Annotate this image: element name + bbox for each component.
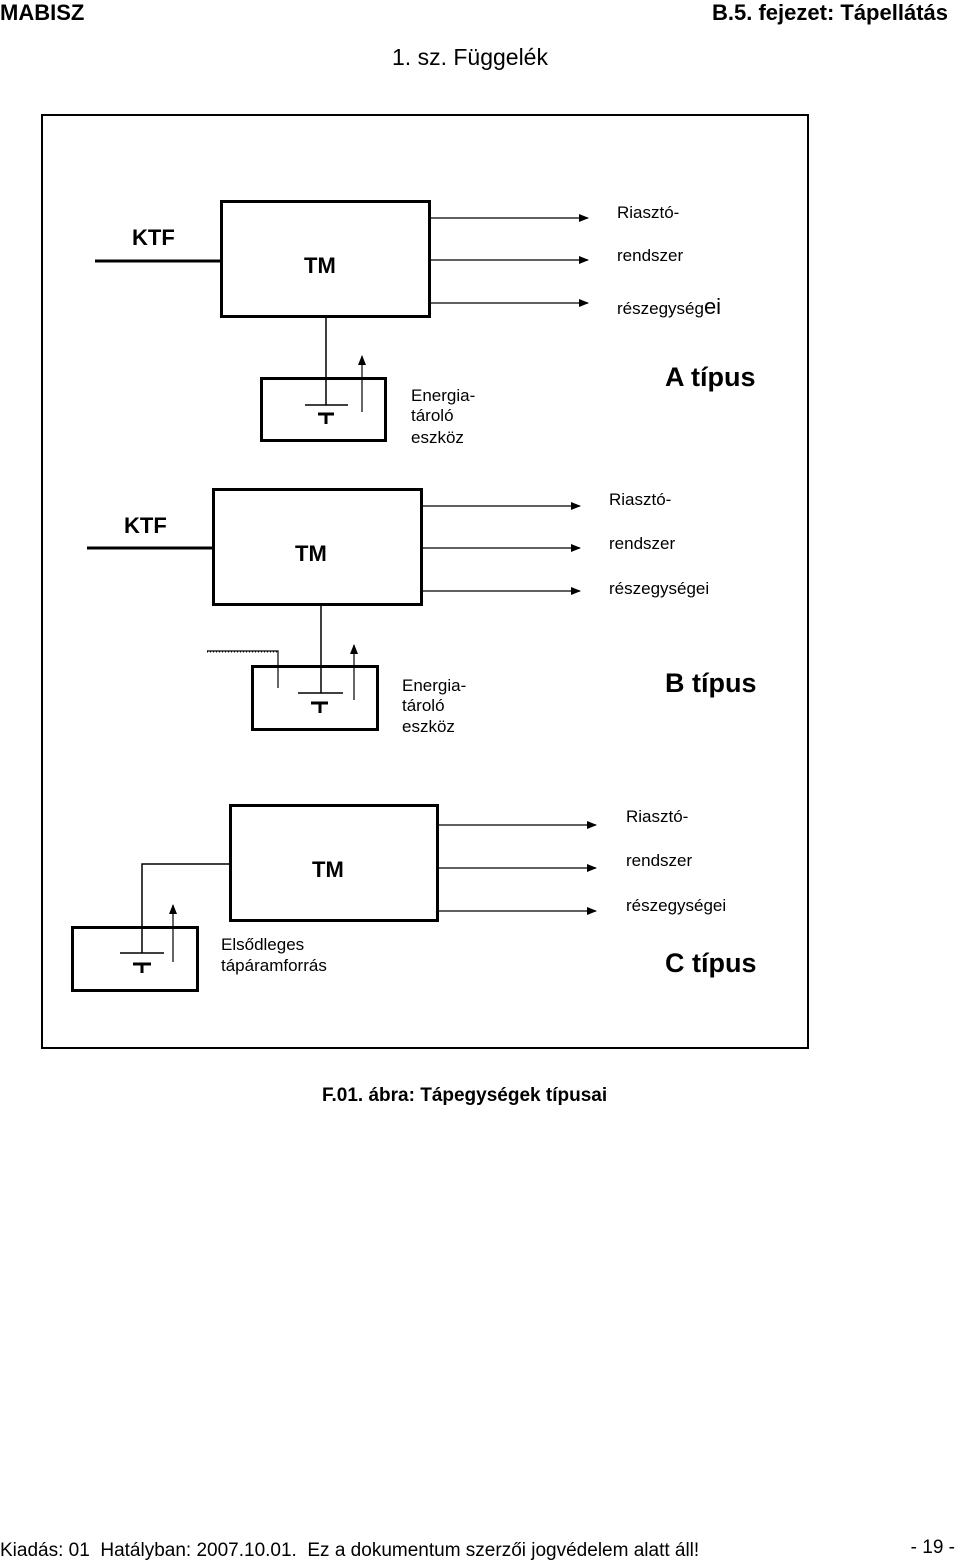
source-label-c1: Elsődleges (221, 935, 305, 954)
type-label-b: B típus (665, 668, 757, 698)
source-label-c2: tápáramforrás (221, 956, 327, 975)
tm-to-source-c (141, 863, 231, 953)
output-label-a2: rendszer (617, 246, 684, 265)
tm-box-c (229, 804, 439, 922)
header-org: MABISZ (0, 0, 85, 25)
storage-box-a (260, 377, 387, 442)
tm-box-a (220, 200, 431, 318)
header-chapter: B.5. fejezet: Tápellátás (712, 0, 948, 25)
storage-label-b3: eszköz (402, 717, 455, 736)
ktf-label-a: KTF (132, 225, 175, 250)
page-number: - 19 - (910, 1537, 955, 1558)
footer-info: Kiadás: 01 Hatályban: 2007.10.01. Ez a d… (0, 1540, 700, 1561)
figure-caption: F.01. ábra: Tápegységek típusai (322, 1085, 608, 1106)
tm-box-b (212, 488, 423, 606)
type-label-a: A típus (665, 362, 756, 392)
source-box-c (71, 926, 199, 992)
storage-label-b2: tároló (402, 696, 445, 715)
output-label-a3: részegységei (617, 294, 722, 319)
output-label-c3: részegységei (626, 896, 727, 915)
storage-box-b (251, 665, 379, 731)
type-label-c: C típus (665, 948, 757, 978)
output-label-b3: részegységei (609, 579, 710, 598)
output-label-b2: rendszer (609, 534, 676, 553)
ktf-label-b: KTF (124, 513, 167, 538)
storage-label-a3: eszköz (411, 428, 464, 447)
tm-label-c: TM (312, 857, 344, 882)
output-label-a1: Riasztó- (617, 203, 680, 222)
header-appendix: 1. sz. Függelék (392, 44, 548, 70)
tm-label-b: TM (295, 541, 327, 566)
tm-label-a: TM (304, 253, 336, 278)
output-label-b1: Riasztó- (609, 490, 672, 509)
storage-label-a2: tároló (411, 406, 454, 425)
output-label-c1: Riasztó- (626, 807, 689, 826)
storage-label-a1: Energia- (411, 386, 476, 405)
output-label-c2: rendszer (626, 851, 693, 870)
feed-line-b (207, 650, 279, 688)
storage-label-b1: Energia- (402, 676, 467, 695)
figure-frame (41, 114, 809, 1049)
